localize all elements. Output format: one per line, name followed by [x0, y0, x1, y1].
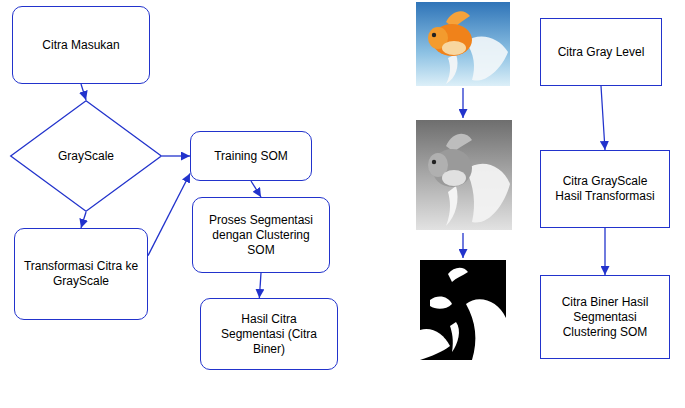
start-box: Citra Masukan — [12, 6, 150, 84]
grayscale-fish-photo — [416, 120, 512, 230]
diamond-shape — [11, 101, 162, 212]
flow-arrow — [148, 174, 190, 256]
node-label: Citra Biner Hasil Segmentasi Clustering … — [542, 295, 668, 340]
flow-arrow — [259, 273, 261, 298]
caption-box: Citra Biner Hasil Segmentasi Clustering … — [540, 275, 670, 359]
node-label: Transformasi Citra ke GrayScale — [16, 259, 146, 289]
flow-arrow — [81, 84, 86, 100]
image-arrow — [462, 233, 463, 258]
caption-box: Citra GrayScale Hasil Transformasi — [540, 150, 670, 228]
process-box: Training SOM — [190, 131, 312, 181]
node-label: Citra GrayScale Hasil Transformasi — [542, 174, 668, 204]
node-label: Citra Gray Level — [552, 45, 651, 60]
image-arrow — [462, 88, 463, 118]
flow-arrow — [601, 86, 605, 150]
color-fish-photo — [416, 2, 510, 86]
flow-arrow — [604, 228, 605, 275]
node-label: Hasil Citra Segmentasi (Citra Biner) — [202, 312, 336, 357]
node-label: Citra Masukan — [36, 38, 125, 53]
decision-diamond: GrayScale — [10, 100, 162, 212]
binary-fish-photo — [420, 260, 506, 360]
node-label: Proses Segmentasi dengan Clustering SOM — [194, 213, 328, 258]
caption-box: Citra Gray Level — [540, 18, 662, 86]
process-box: Transformasi Citra ke GrayScale — [14, 228, 148, 320]
flow-arrow — [81, 212, 86, 228]
node-label: GrayScale — [52, 149, 120, 164]
flow-arrow — [251, 181, 261, 197]
flow-arrow — [162, 155, 190, 156]
node-label: Training SOM — [208, 149, 294, 164]
output-box: Hasil Citra Segmentasi (Citra Biner) — [200, 298, 338, 370]
process-box: Proses Segmentasi dengan Clustering SOM — [192, 197, 330, 273]
